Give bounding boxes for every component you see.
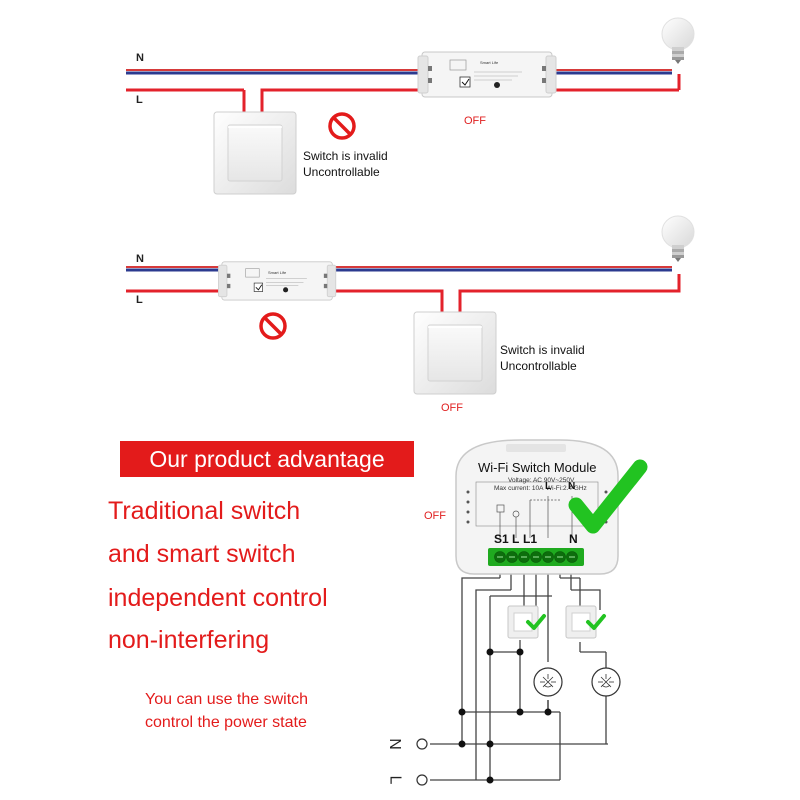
supply-terminals	[416, 738, 428, 786]
advantage-line: independent control	[108, 584, 328, 612]
status-off: OFF	[441, 402, 463, 414]
big-check-icon	[568, 459, 648, 534]
terminal-label: L	[512, 532, 520, 546]
module-title: Wi-Fi Switch Module	[478, 460, 597, 475]
terminal-label: L1	[523, 532, 538, 546]
scenario-1	[126, 17, 695, 195]
light-bulb-icon	[661, 215, 695, 263]
supply-l-label: L	[386, 775, 404, 785]
terminal-label: N	[568, 481, 576, 492]
terminal-label: N	[569, 532, 578, 546]
wifi-switch-module	[455, 439, 619, 575]
module-current: Max current: 10A	[494, 485, 544, 492]
advantage-banner: Our product advantage	[120, 441, 414, 477]
wall-switch-1	[213, 111, 297, 195]
scenario-2	[126, 215, 695, 395]
invalid-message: Switch is invalid Uncontrollable	[500, 343, 585, 373]
neutral-label: N	[136, 253, 144, 265]
switch-a	[507, 605, 539, 639]
switch-b	[565, 605, 597, 639]
terminal-label: S1	[494, 532, 509, 546]
live-wire-2	[126, 274, 681, 314]
supply-n-label: N	[385, 738, 403, 750]
neutral-wire-1	[126, 69, 672, 75]
smart-relay-1	[417, 51, 557, 98]
neutral-wire-2	[126, 266, 672, 272]
live-wire-1	[126, 74, 681, 116]
wall-switch-2	[413, 311, 497, 395]
live-label: L	[136, 294, 143, 306]
status-off: OFF	[424, 510, 446, 522]
live-label: L	[136, 94, 143, 106]
lamp-symbol	[591, 667, 621, 697]
terminal-label: L	[545, 481, 552, 492]
module-wifi: Wi-Fi:2.4 GHz	[546, 485, 587, 492]
neutral-label: N	[136, 52, 144, 64]
smart-relay-2	[218, 261, 337, 301]
prohibited-icon	[259, 312, 287, 340]
junction-dots	[458, 648, 552, 784]
relay-brand: Smart Life	[480, 60, 499, 65]
relay-brand: Smart Life	[268, 270, 287, 275]
light-bulb-icon	[661, 17, 695, 65]
status-off: OFF	[464, 115, 486, 127]
lamp-symbol	[533, 667, 563, 697]
advantage-line: and smart switch	[108, 540, 296, 568]
advantage-line: non-interfering	[108, 626, 270, 654]
prohibited-icon	[328, 112, 356, 140]
advantage-note: control the power state	[145, 714, 307, 731]
module-voltage: Voltage: AC 90V~250V	[508, 477, 575, 484]
advantage-line: Traditional switch	[108, 497, 301, 525]
advantage-note: You can use the switch	[145, 691, 309, 708]
module-wiring	[430, 566, 608, 781]
invalid-message: Switch is invalid Uncontrollable	[303, 149, 388, 179]
